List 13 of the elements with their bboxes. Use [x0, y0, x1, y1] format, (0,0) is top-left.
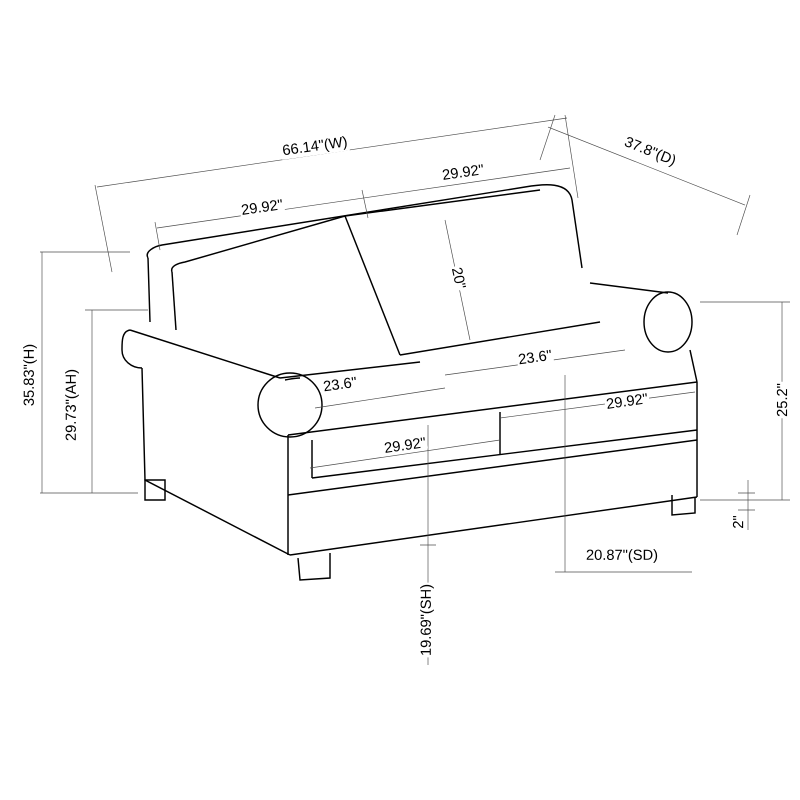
dimension-label: 2": [732, 514, 744, 530]
dimension-label: 20.87"(SD): [584, 548, 660, 564]
dimension-label: 23.6": [321, 375, 359, 393]
dimension-label: 20": [450, 264, 468, 292]
dimension-label: 29.92": [440, 162, 486, 182]
dimension-label: 35.83"(H): [22, 342, 38, 408]
dimension-label: 29.92": [239, 197, 285, 217]
dimension-label: 66.14"(W): [280, 134, 350, 160]
dimension-label: 29.73"(AH): [64, 368, 80, 442]
dimension-label: 29.92": [382, 435, 428, 455]
dimension-label: 19.69"(SH): [418, 582, 436, 658]
dimension-label: 29.92": [604, 391, 650, 411]
dimension-label: 23.6": [516, 348, 554, 366]
